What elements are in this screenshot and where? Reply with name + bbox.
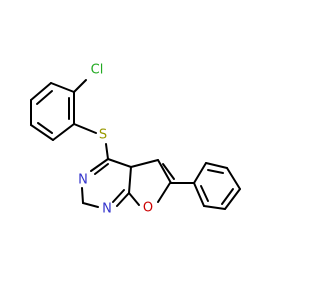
- nitrogen-atom-label: N: [102, 202, 112, 217]
- sulfur-atom-label: S: [99, 128, 107, 143]
- bond: [221, 188, 234, 205]
- bond: [50, 82, 75, 93]
- bond: [52, 123, 75, 141]
- bond: [200, 185, 209, 202]
- bond: [105, 143, 109, 160]
- bond: [94, 163, 109, 175]
- furan-ring: [128, 159, 175, 206]
- pyrimidine-ring: [81, 158, 132, 208]
- bond: [82, 202, 99, 208]
- chlorine-atom-label: Cl: [91, 63, 104, 78]
- bond: [116, 192, 130, 207]
- bond: [128, 192, 140, 206]
- oxygen-atom-label: O: [143, 201, 153, 216]
- bond: [157, 182, 171, 203]
- bond: [205, 162, 228, 169]
- bond: [30, 124, 54, 141]
- bond: [90, 158, 109, 172]
- bond: [81, 187, 84, 204]
- bond: [162, 163, 175, 180]
- bond: [36, 90, 53, 105]
- bond: [130, 159, 159, 168]
- bond: [193, 162, 207, 184]
- bond: [128, 166, 132, 194]
- bond: [112, 189, 125, 203]
- chlorophenyl-ring: [30, 82, 75, 141]
- bond: [30, 82, 52, 101]
- bond: [73, 123, 97, 134]
- bond: [224, 188, 241, 210]
- bond: [193, 182, 205, 207]
- bond: [207, 169, 224, 174]
- bond: [107, 158, 132, 168]
- molecule-structure: Cl S N N O: [30, 63, 241, 217]
- phenyl-ring: [193, 162, 241, 210]
- bond: [37, 122, 53, 134]
- bond: [157, 159, 172, 184]
- nitrogen-atom-label: N: [78, 173, 88, 188]
- bond: [73, 79, 87, 93]
- bond: [203, 205, 226, 210]
- bond: [226, 167, 241, 190]
